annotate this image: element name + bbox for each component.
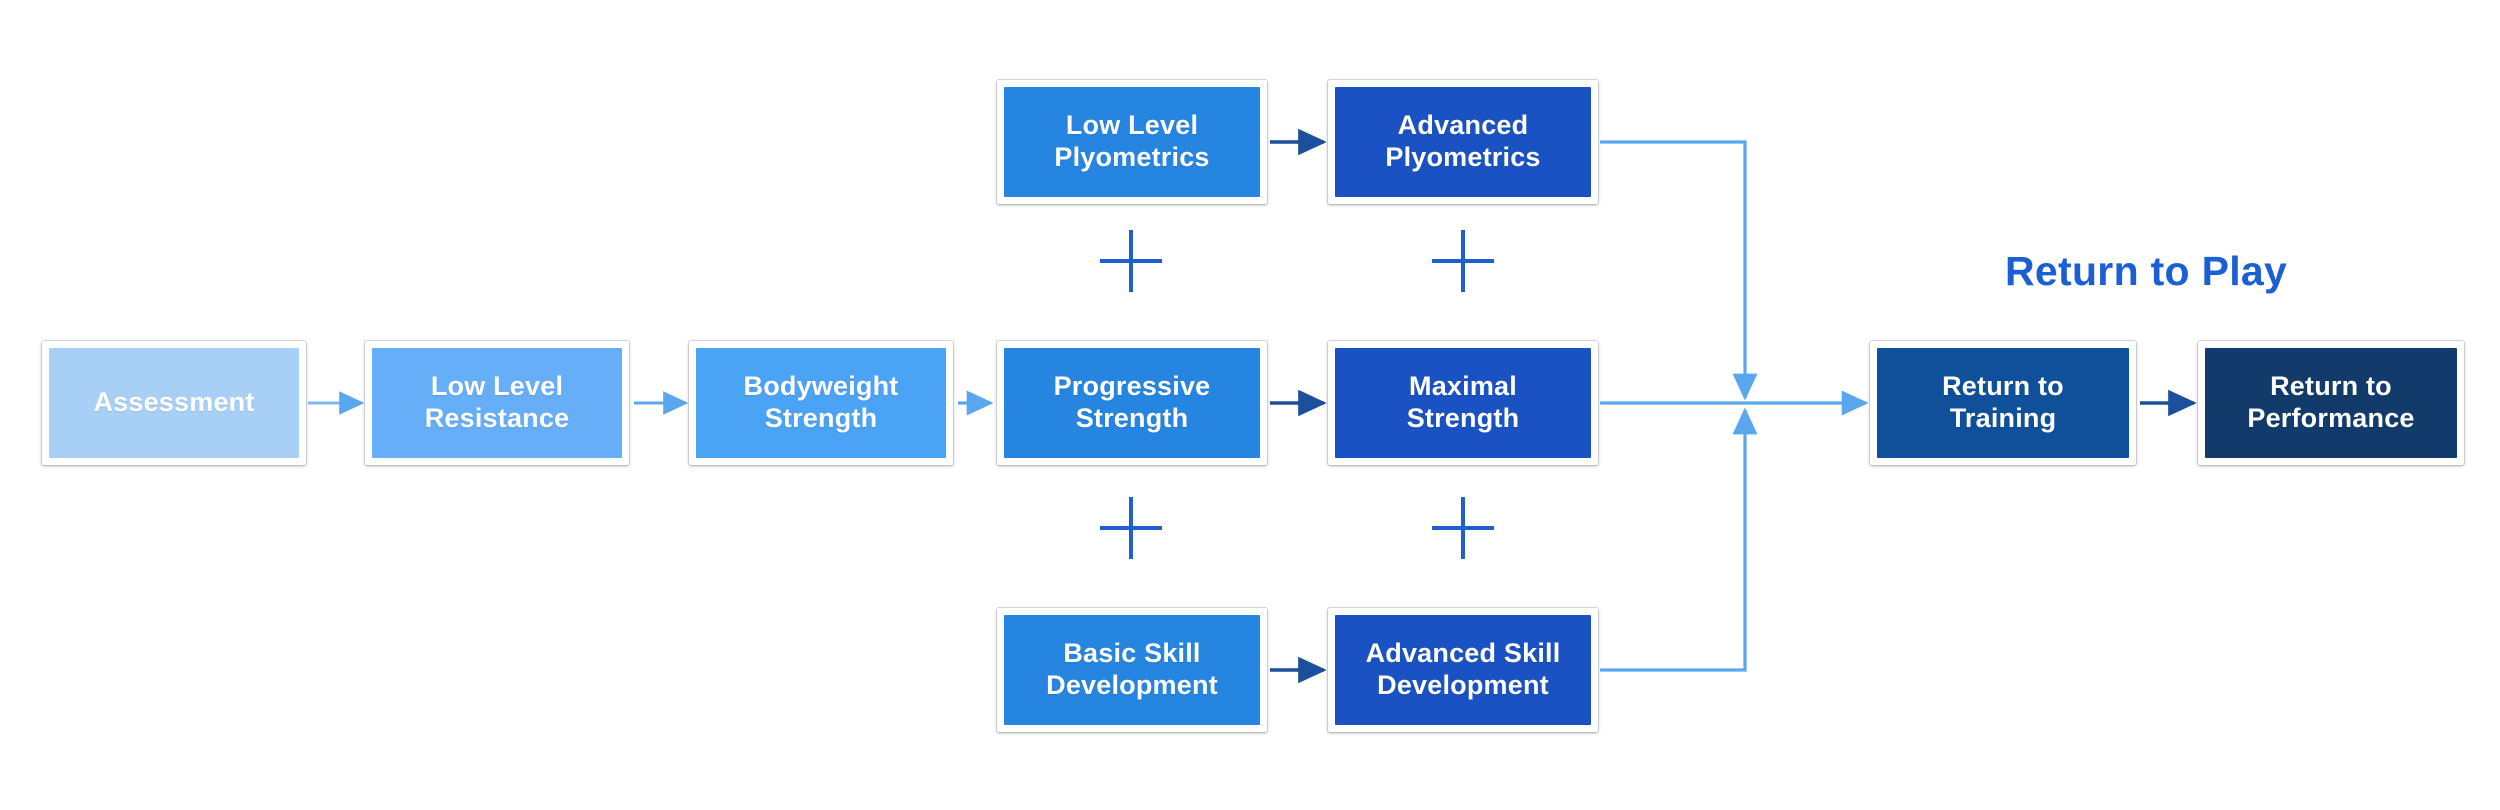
node-fill: Basic Skill Development xyxy=(1004,615,1260,725)
plus-vertical-bar xyxy=(1129,497,1133,559)
node-fill: Progressive Strength xyxy=(1004,348,1260,458)
node-label: Advanced Plyometrics xyxy=(1385,110,1541,172)
node-fill: Advanced Skill Development xyxy=(1335,615,1591,725)
plus-icon-bottom-left xyxy=(1100,497,1162,559)
node-fill: Advanced Plyometrics xyxy=(1335,87,1591,197)
node-label: Low Level Plyometrics xyxy=(1054,110,1210,172)
node-label: Progressive Strength xyxy=(1053,371,1211,433)
connector-advanced-plyometrics-to-junction xyxy=(1600,140,1758,401)
node-advanced-plyometrics[interactable]: Advanced Plyometrics xyxy=(1328,80,1598,204)
node-low-level-resistance[interactable]: Low Level Resistance xyxy=(365,341,629,465)
node-label: Advanced Skill Development xyxy=(1365,638,1561,700)
node-fill: Return to Performance xyxy=(2205,348,2457,458)
plus-vertical-bar xyxy=(1461,230,1465,292)
plus-icon-top-right xyxy=(1432,230,1494,292)
node-label: Low Level Resistance xyxy=(424,371,570,433)
plus-icon-bottom-right xyxy=(1432,497,1494,559)
node-label: Return to Training xyxy=(1942,371,2064,433)
node-fill: Low Level Plyometrics xyxy=(1004,87,1260,197)
node-label: Assessment xyxy=(93,387,255,418)
node-fill: Return to Training xyxy=(1877,348,2129,458)
node-assessment[interactable]: Assessment xyxy=(42,341,306,465)
node-bodyweight-strength[interactable]: Bodyweight Strength xyxy=(689,341,953,465)
node-progressive-strength[interactable]: Progressive Strength xyxy=(997,341,1267,465)
node-fill: Assessment xyxy=(49,348,299,458)
node-fill: Low Level Resistance xyxy=(372,348,622,458)
plus-vertical-bar xyxy=(1129,230,1133,292)
node-fill: Maximal Strength xyxy=(1335,348,1591,458)
node-basic-skill-development[interactable]: Basic Skill Development xyxy=(997,608,1267,732)
node-label: Basic Skill Development xyxy=(1046,638,1218,700)
node-fill: Bodyweight Strength xyxy=(696,348,946,458)
node-advanced-skill-development[interactable]: Advanced Skill Development xyxy=(1328,608,1598,732)
connector-advanced-skill-to-junction xyxy=(1600,407,1758,672)
node-label: Maximal Strength xyxy=(1406,371,1520,433)
plus-vertical-bar xyxy=(1461,497,1465,559)
node-return-to-training[interactable]: Return to Training xyxy=(1870,341,2136,465)
node-low-level-plyometrics[interactable]: Low Level Plyometrics xyxy=(997,80,1267,204)
node-label: Bodyweight Strength xyxy=(743,371,899,433)
node-maximal-strength[interactable]: Maximal Strength xyxy=(1328,341,1598,465)
plus-icon-top-left xyxy=(1100,230,1162,292)
node-label: Return to Performance xyxy=(2247,371,2415,433)
node-return-to-performance[interactable]: Return to Performance xyxy=(2198,341,2464,465)
diagram-title: Return to Play xyxy=(2005,248,2288,294)
